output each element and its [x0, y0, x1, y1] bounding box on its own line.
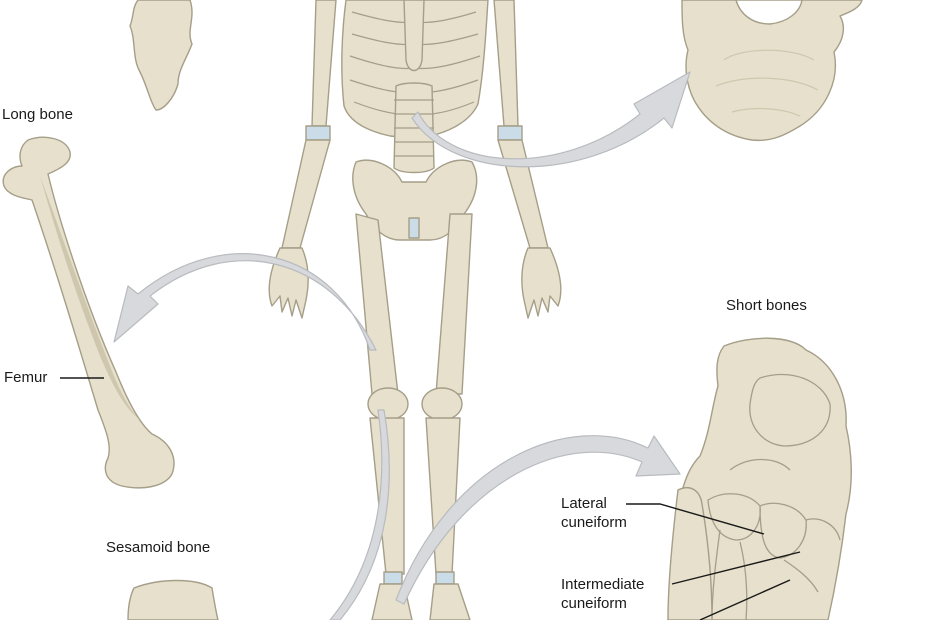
right-ankle-cartilage — [435, 571, 455, 585]
left-ankle-cartilage — [383, 571, 403, 585]
arrow-sesamoid — [329, 409, 390, 620]
right-patella — [421, 387, 463, 421]
sesamoid-bone-fragment — [127, 579, 219, 620]
left-forearm — [281, 139, 331, 249]
first-metatarsal — [667, 486, 713, 620]
right-humerus — [493, 0, 519, 127]
pubic-cartilage — [408, 217, 420, 239]
left-humerus — [311, 0, 337, 127]
femur-label: Femur — [4, 369, 48, 386]
vertebra-texture — [715, 49, 819, 117]
long-bone-label: Long bone — [2, 106, 73, 123]
extra-leader-line — [699, 579, 791, 620]
right-forearm — [497, 139, 549, 249]
right-hand — [521, 247, 562, 319]
ribs — [349, 11, 481, 116]
sacrum-bone — [129, 0, 193, 111]
foot-bone-seams — [707, 373, 841, 620]
intermediate-cuneiform-label-line2: cuneiform — [561, 595, 627, 612]
lateral-cuneiform-label-line1: Lateral — [561, 495, 607, 512]
left-elbow-cartilage — [305, 125, 331, 141]
lateral-cuneiform-label-line2: cuneiform — [561, 514, 627, 531]
arrow-short-bones — [395, 435, 681, 605]
right-elbow-cartilage — [497, 125, 523, 141]
left-thigh-bone — [355, 213, 399, 395]
arrow-long-bone — [113, 253, 377, 351]
intermediate-cuneiform-leader-line — [671, 551, 801, 585]
arrow-vertebra — [411, 71, 691, 168]
foot-bones — [667, 337, 852, 620]
short-bones-label: Short bones — [726, 297, 807, 314]
lateral-cuneiform-leader-line — [626, 503, 765, 535]
right-foot — [429, 583, 471, 620]
left-patella — [367, 387, 409, 421]
vertebra-bone — [681, 0, 863, 142]
sesamoid-bone-label: Sesamoid bone — [106, 539, 211, 556]
vertebral-foramen — [735, 0, 803, 25]
intermediate-cuneiform-label-line1: Intermediate — [561, 576, 645, 593]
sternum — [403, 0, 425, 72]
right-thigh-bone — [435, 213, 473, 395]
spine-segments — [394, 99, 434, 157]
